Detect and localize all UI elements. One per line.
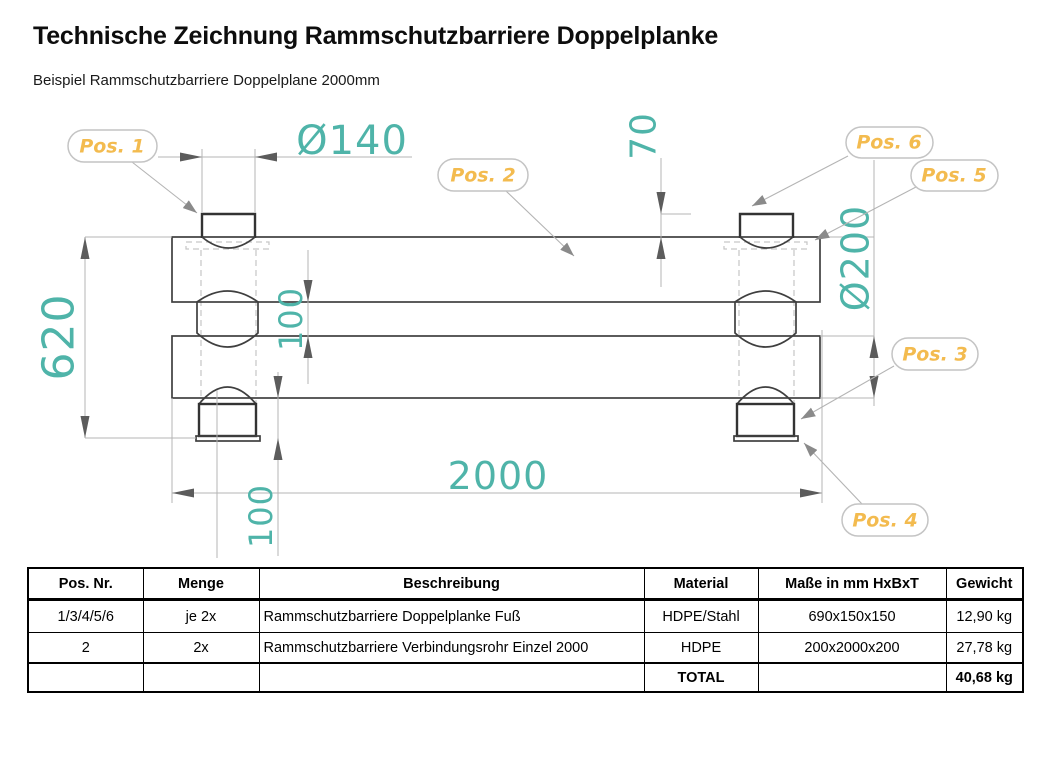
arrowhead — [800, 488, 822, 498]
pos1-capsule — [67, 129, 158, 163]
leader-line-pos4 — [803, 442, 863, 505]
cell-gewicht: 27,78 kg — [945, 632, 1024, 664]
cell-menge: je 2x — [142, 599, 260, 633]
leader-line-pos6 — [751, 155, 849, 207]
arrowhead — [303, 280, 313, 302]
pos6-label: Pos. 6 — [856, 132, 921, 154]
cell-pos-nr — [27, 662, 144, 693]
arrowhead — [869, 376, 879, 398]
pos3-capsule — [891, 337, 979, 371]
col-header-pos-nr: Pos. Nr. — [27, 567, 144, 601]
arrowhead — [869, 336, 879, 358]
dimension-texts: Ø140 2000 70 620 100 100 Ø200 — [33, 112, 877, 548]
table-row: 1/3/4/5/6 je 2x Rammschutzbarriere Doppe… — [27, 599, 1024, 633]
left-post-cap — [200, 212, 257, 238]
left-foot-plate — [195, 435, 261, 442]
left-foot-body — [197, 402, 258, 438]
col-header-beschreibung: Beschreibung — [258, 567, 645, 601]
arrowhead — [172, 488, 194, 498]
arrowhead — [656, 192, 666, 214]
arrowhead — [255, 152, 277, 162]
table-row: 2 2x Rammschutzbarriere Verbindungsrohr … — [27, 632, 1024, 664]
cell-beschreibung: Rammschutzbarriere Verbindungsrohr Einze… — [258, 632, 645, 664]
bottom-plank — [171, 335, 821, 399]
cell-material: HDPE — [643, 632, 759, 664]
arrowhead — [273, 438, 283, 460]
col-header-material: Material — [643, 567, 759, 601]
arrowhead — [180, 152, 202, 162]
leader-line-pos5 — [814, 186, 917, 241]
pos1-label: Pos. 1 — [79, 136, 144, 158]
cell-total-label: TOTAL — [643, 662, 759, 693]
col-header-gewicht: Gewicht — [945, 567, 1024, 601]
dim-overall-height: 620 — [33, 294, 84, 381]
top-plank — [171, 236, 821, 303]
position-leaders — [131, 155, 917, 505]
page-title: Technische Zeichnung Rammschutzbarriere … — [33, 22, 719, 50]
page-subtitle: Beispiel Rammschutzbarriere Doppelplane … — [33, 72, 380, 89]
cell-menge — [142, 662, 260, 693]
cell-material: HDPE/Stahl — [643, 599, 759, 633]
arrowhead — [80, 416, 90, 438]
col-header-masse: Maße in mm HxBxT — [757, 567, 947, 601]
position-labels: Pos. 1 Pos. 2 Pos. 6 Pos. 5 Pos. 3 Pos. … — [67, 126, 999, 537]
left-foot-dome — [198, 386, 257, 405]
right-foot-plate — [733, 435, 799, 442]
pos3-label: Pos. 3 — [902, 344, 967, 366]
table-total-row: TOTAL 40,68 kg — [27, 662, 1024, 693]
dim-length: 2000 — [448, 454, 549, 498]
pos2-capsule — [437, 158, 529, 192]
cell-pos-nr: 2 — [27, 632, 144, 664]
cell-pos-nr: 1/3/4/5/6 — [27, 599, 144, 633]
leader-line-pos1 — [131, 161, 198, 214]
dim-plank-gap: 100 — [272, 287, 310, 351]
col-header-menge: Menge — [142, 567, 260, 601]
right-post-cap-arc — [739, 236, 794, 249]
arrowhead — [80, 237, 90, 259]
cell-masse: 200x2000x200 — [757, 632, 947, 664]
right-foot-body — [735, 402, 796, 438]
barrier-structure — [171, 212, 821, 442]
cell-total-weight: 40,68 kg — [945, 662, 1024, 693]
barrier-drawing: Ø140 2000 70 620 100 100 Ø200 Pos. 1 Pos… — [33, 112, 999, 558]
hidden-edges — [185, 241, 808, 403]
dim-foot-height: 100 — [242, 484, 280, 548]
pos4-capsule — [841, 503, 929, 537]
table-header-row: Pos. Nr. Menge Beschreibung Material Maß… — [27, 567, 1024, 601]
dim-tube-diameter: Ø200 — [833, 205, 877, 311]
cell-beschreibung — [258, 662, 645, 693]
left-post-cap-arc — [201, 236, 256, 249]
left-post-connector — [196, 290, 259, 348]
cell-masse: 690x150x150 — [757, 599, 947, 633]
pos5-label: Pos. 5 — [921, 165, 986, 187]
right-post-connector — [734, 290, 797, 348]
dim-cap-height: 70 — [624, 112, 665, 160]
parts-table: Pos. Nr. Menge Beschreibung Material Maß… — [27, 567, 1024, 693]
dim-cap-diameter: Ø140 — [296, 118, 408, 164]
pos6-capsule — [845, 126, 934, 159]
dimension-arrows — [80, 152, 879, 498]
pos2-label: Pos. 2 — [450, 165, 515, 187]
cell-beschreibung: Rammschutzbarriere Doppelplanke Fuß — [258, 599, 645, 633]
cell-gewicht: 12,90 kg — [945, 599, 1024, 633]
arrowhead — [303, 336, 313, 358]
leader-line-pos3 — [800, 365, 895, 420]
left-post-collar-hidden — [185, 241, 270, 250]
pos5-capsule — [910, 159, 999, 192]
right-post-collar-hidden — [723, 241, 808, 250]
cell-masse — [757, 662, 947, 693]
arrowhead — [273, 376, 283, 398]
leader-line-pos2 — [505, 190, 575, 257]
right-foot-dome — [736, 386, 795, 405]
pos4-label: Pos. 4 — [852, 510, 917, 532]
right-post-cap — [738, 212, 795, 238]
arrowhead — [656, 237, 666, 259]
cell-menge: 2x — [142, 632, 260, 664]
